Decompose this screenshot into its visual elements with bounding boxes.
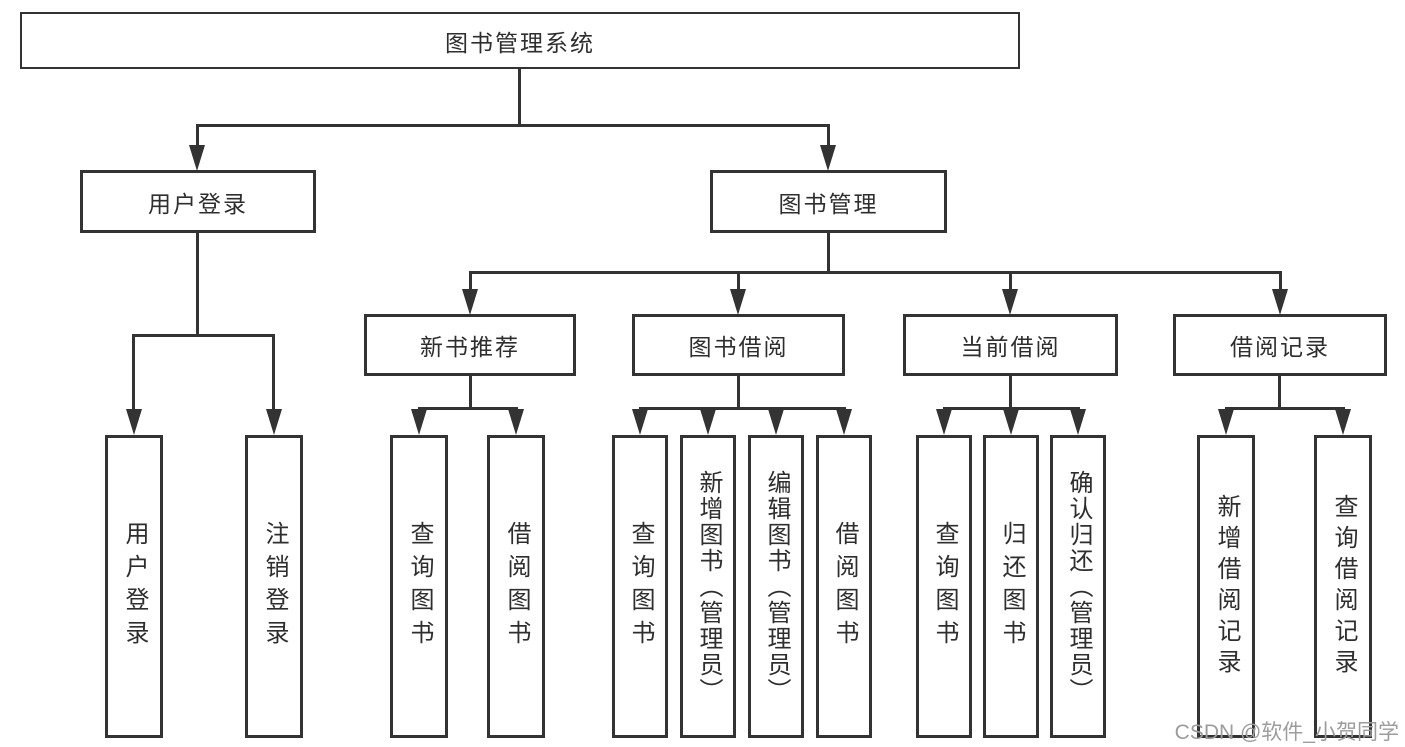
leaf-borrowing-borrow-books: 借阅图书: [816, 435, 872, 738]
node-book-management-label: 图书管理: [778, 190, 879, 217]
arrowhead-down: [126, 409, 142, 435]
node-new-book-recommend: 新书推荐: [364, 314, 576, 376]
leaf-newbooks-borrow-books-label: 借阅图书: [503, 520, 530, 653]
arrowhead-down: [508, 409, 524, 435]
leaf-current-return-books-label: 归还图书: [998, 520, 1025, 653]
connector-line: [1009, 271, 1012, 291]
leaf-records-query-record-label: 查询借阅记录: [1330, 493, 1357, 680]
leaf-newbooks-query-books-label: 查询图书: [406, 520, 433, 653]
csdn-watermark: CSDN @软件_小贺同学: [1174, 721, 1399, 744]
arrowhead-down: [1218, 409, 1234, 435]
leaf-borrowing-edit-books-admin-label: 编辑图书（管理员）: [763, 469, 790, 704]
node-current-borrowing-label: 当前借阅: [960, 334, 1061, 360]
arrowhead-down: [632, 409, 648, 435]
connector-line: [196, 232, 199, 336]
leaf-logout-label: 注销登录: [261, 520, 288, 653]
leaf-newbooks-query-books: 查询图书: [390, 435, 448, 738]
arrowhead-down: [768, 409, 784, 435]
node-borrowing-records-label: 借阅记录: [1230, 334, 1330, 360]
leaf-borrowing-add-books-admin-label: 新增图书（管理员）: [695, 469, 722, 704]
node-user-login: 用户登录: [80, 170, 316, 233]
leaf-logout: 注销登录: [245, 435, 303, 738]
connector-line: [469, 271, 1281, 274]
arrowhead-down: [1335, 409, 1351, 435]
arrowhead-down: [1002, 289, 1018, 315]
leaf-current-confirm-return-admin-label: 确认归还（管理员）: [1065, 469, 1092, 704]
connector-line: [469, 375, 472, 409]
arrowhead-down: [411, 409, 427, 435]
leaf-user-login: 用户登录: [105, 435, 163, 738]
connector-line: [132, 334, 135, 410]
connector-line: [132, 334, 275, 337]
leaf-records-add-record-label: 新增借阅记录: [1213, 493, 1240, 680]
connector-line: [1009, 375, 1012, 409]
arrowhead-down: [189, 145, 205, 171]
connector-line: [1279, 271, 1282, 291]
leaf-borrowing-add-books-admin: 新增图书（管理员）: [680, 435, 736, 738]
node-root-label: 图书管理系统: [445, 29, 595, 56]
node-new-book-recommend-label: 新书推荐: [420, 334, 520, 360]
connector-line: [827, 232, 830, 273]
node-book-borrowing-label: 图书借阅: [688, 334, 789, 360]
arrowhead-down: [700, 409, 716, 435]
connector-line: [518, 68, 521, 126]
node-borrowing-records: 借阅记录: [1173, 314, 1387, 376]
leaf-current-query-books: 查询图书: [916, 435, 972, 738]
arrowhead-down: [820, 145, 836, 171]
leaf-borrowing-query-books-label: 查询图书: [627, 520, 654, 653]
leaf-current-confirm-return-admin: 确认归还（管理员）: [1050, 435, 1106, 738]
leaf-borrowing-borrow-books-label: 借阅图书: [831, 520, 858, 653]
arrowhead-down: [1272, 289, 1288, 315]
arrowhead-down: [1070, 409, 1086, 435]
node-user-login-label: 用户登录: [148, 190, 248, 217]
leaf-newbooks-borrow-books: 借阅图书: [487, 435, 545, 738]
connector-line: [469, 271, 472, 291]
connector-line: [1278, 375, 1281, 409]
leaf-records-add-record: 新增借阅记录: [1197, 435, 1255, 738]
connector-line: [196, 124, 830, 127]
leaf-records-query-record: 查询借阅记录: [1314, 435, 1372, 738]
connector-line: [272, 334, 275, 410]
connector-line: [639, 407, 846, 410]
arrowhead-down: [836, 409, 852, 435]
arrowhead-down: [936, 409, 952, 435]
node-current-borrowing: 当前借阅: [903, 314, 1118, 376]
connector-line: [418, 407, 518, 410]
leaf-borrowing-edit-books-admin: 编辑图书（管理员）: [748, 435, 804, 738]
connector-line: [827, 124, 830, 146]
leaf-current-return-books: 归还图书: [983, 435, 1039, 738]
leaf-current-query-books-label: 查询图书: [931, 520, 958, 653]
node-book-management: 图书管理: [710, 170, 947, 233]
connector-line: [737, 375, 740, 409]
arrowhead-down: [266, 409, 282, 435]
connector-line: [1225, 407, 1345, 410]
leaf-user-login-label: 用户登录: [121, 520, 148, 653]
leaf-borrowing-query-books: 查询图书: [612, 435, 668, 738]
connector-line: [943, 407, 1080, 410]
connector-line: [737, 271, 740, 291]
node-book-borrowing: 图书借阅: [632, 314, 845, 376]
node-root: 图书管理系统: [20, 12, 1020, 69]
arrowhead-down: [730, 289, 746, 315]
arrowhead-down: [462, 289, 478, 315]
connector-line: [196, 124, 199, 146]
arrowhead-down: [1003, 409, 1019, 435]
